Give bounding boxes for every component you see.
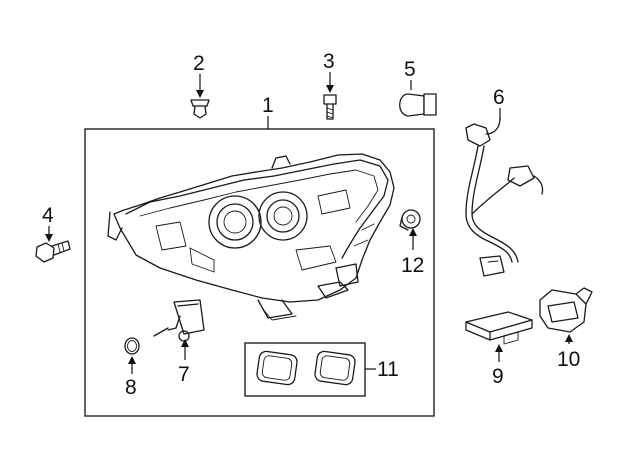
part-6-harness	[465, 108, 544, 277]
part-3-bolt	[323, 72, 337, 120]
part-10-bracket	[539, 287, 593, 344]
part-5-bulb	[399, 80, 437, 117]
callout-1: 1	[262, 94, 274, 117]
callout-10: 10	[557, 348, 580, 371]
part-12-socket	[399, 209, 421, 250]
part-2-clip	[190, 74, 210, 119]
callout-3: 3	[323, 50, 335, 73]
callout-11: 11	[377, 358, 399, 381]
callout-7: 7	[178, 363, 190, 386]
part-4-bolt	[35, 226, 71, 263]
callout-2: 2	[193, 52, 205, 75]
part-11-gaskets	[244, 342, 376, 397]
callout-12: 12	[401, 254, 424, 277]
callout-6: 6	[493, 86, 505, 109]
callout-8: 8	[125, 376, 137, 399]
callout-5: 5	[404, 58, 416, 81]
callout-4: 4	[42, 204, 54, 227]
assembly-frame	[84, 128, 435, 417]
headlamp-assembly	[107, 153, 395, 321]
part-9-module	[465, 311, 533, 362]
callout-9: 9	[492, 365, 504, 388]
part-8-oring	[124, 337, 140, 374]
part-7-actuator	[153, 299, 205, 360]
